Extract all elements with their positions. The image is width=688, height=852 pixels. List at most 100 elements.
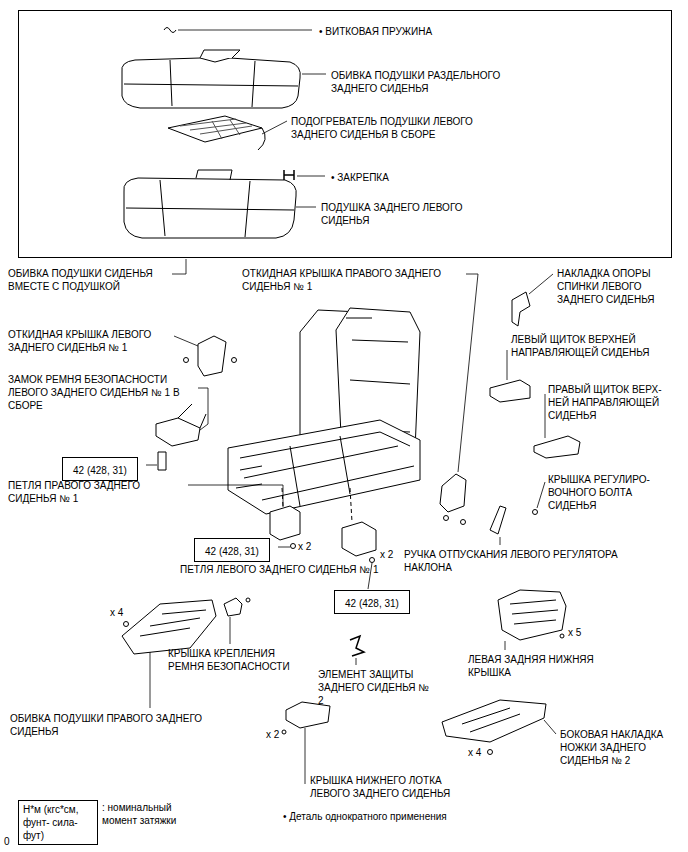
bolt bbox=[291, 544, 296, 549]
callout-label: КРЫШКА КРЕПЛЕНИЯ РЕМНЯ БЕЗОПАСНОСТИ bbox=[168, 647, 300, 673]
leader-line bbox=[230, 617, 231, 644]
seat-protector bbox=[350, 636, 364, 656]
callout-label: : номинальный момент затяжки bbox=[102, 801, 206, 827]
leader-line bbox=[174, 336, 198, 346]
callout-label: 0 bbox=[4, 835, 10, 848]
left-flip-cover bbox=[198, 336, 226, 376]
callout-label: ЗАМОК РЕМНЯ БЕЗОПАСНОСТИ ЛЕВОГО ЗАДНЕГО … bbox=[8, 373, 194, 412]
leader-line bbox=[458, 274, 478, 472]
right-guard bbox=[534, 436, 580, 458]
bolt bbox=[158, 452, 166, 470]
leader-line bbox=[198, 388, 208, 430]
belt-buckle bbox=[156, 418, 200, 446]
screw bbox=[232, 358, 237, 363]
callout-label: ПРАВЫЙ ЩИТОК ВЕРХ- НЕЙ НАПРАВЛЯЮЩЕЙ СИДЕ… bbox=[548, 383, 680, 422]
buckle-strap bbox=[178, 404, 206, 428]
screw bbox=[560, 634, 564, 638]
split-cushion-cover bbox=[122, 58, 301, 108]
leader-line bbox=[544, 720, 556, 734]
leader-line bbox=[297, 176, 325, 177]
box-content: 42 (428, 31) bbox=[345, 593, 399, 611]
torque-value: 42 (428, 31) bbox=[205, 545, 259, 558]
leader-line bbox=[178, 30, 312, 31]
lower-cover bbox=[498, 590, 566, 640]
callout-label: ПЕТЛЯ ПРАВОГО ЗАДНЕГО СИДЕНЬЯ № 1 bbox=[8, 479, 184, 505]
recline-handle bbox=[490, 506, 506, 534]
callout-label: ЛЕВЫЙ ЩИТОК ВЕРХНЕЙ НАПРАВЛЯЮЩЕЙ СИДЕНЬЯ bbox=[511, 333, 671, 359]
parts bbox=[122, 28, 580, 755]
screw bbox=[282, 730, 286, 734]
quantity-mark: x 4 bbox=[468, 746, 481, 759]
bolt-cap bbox=[533, 510, 538, 515]
torque-box: 42 (428, 31) bbox=[334, 590, 410, 614]
assembly-frame: • ВИТКОВАЯ ПРУЖИНА ОБИВКА ПОДУШКИ РАЗДЕЛЬ… bbox=[18, 10, 672, 258]
left-hinge bbox=[342, 522, 376, 556]
right-hinge bbox=[270, 506, 300, 540]
right-cushion-cover bbox=[122, 600, 216, 654]
part-label: ПОДОГРЕВАТЕЛЬ ПОДУШКИ ЛЕВОГО ЗАДНЕГО СИД… bbox=[291, 115, 503, 141]
callout-label: КРЫШКА РЕГУЛИРО- ВОЧНОГО БОЛТА СИДЕНЬЯ bbox=[548, 473, 680, 512]
callout-label: ЭЛЕМЕНТ ЗАЩИТЫ ЗАДНЕГО СИДЕНЬЯ № 2 bbox=[318, 668, 430, 707]
cover-ribs bbox=[140, 610, 206, 636]
side-plate bbox=[442, 700, 546, 742]
callout-label: БОКОВАЯ НАКЛАДКА НОЖКИ ЗАДНЕГО СИДЕНЬЯ №… bbox=[560, 728, 678, 767]
leader-line bbox=[507, 350, 508, 380]
callout-label: ОТКИДНАЯ КРЫШКА ПРАВОГО ЗАДНЕГО СИДЕНЬЯ … bbox=[242, 267, 460, 293]
left-guard bbox=[490, 380, 530, 402]
right-flip-cover bbox=[440, 474, 466, 512]
leader-line bbox=[302, 74, 326, 75]
torque-box: 42 (428, 31) bbox=[62, 457, 138, 481]
leader-line bbox=[537, 482, 545, 508]
screw bbox=[461, 520, 466, 525]
callout-label: ОБИВКА ПОДУШКИ СИДЕНЬЯ ВМЕСТЕ С ПОДУШКОЙ bbox=[8, 267, 170, 293]
box-content: Н*м (кгс*см, фунт- сила-фут) bbox=[23, 803, 93, 842]
part-label: ОБИВКА ПОДУШКИ РАЗДЕЛЬНОГО ЗАДНЕГО СИДЕН… bbox=[331, 69, 531, 95]
callout-label: ОТКИДНАЯ КРЫШКА ЛЕВОГО ЗАДНЕГО СИДЕНЬЯ №… bbox=[8, 328, 172, 354]
callout-label: НАКЛАДКА ОПОРЫ СПИНКИ ЛЕВОГО ЗАДНЕГО СИД… bbox=[557, 267, 669, 306]
seat-back-seam bbox=[346, 318, 410, 432]
heater-wire bbox=[258, 128, 265, 150]
bolt bbox=[370, 558, 375, 563]
screw bbox=[246, 598, 250, 602]
part-label: • ВИТКОВАЯ ПРУЖИНА bbox=[319, 25, 432, 38]
cover-flap bbox=[200, 50, 240, 58]
leader-line bbox=[172, 259, 186, 274]
seat-frame bbox=[228, 420, 420, 514]
screw bbox=[184, 358, 189, 363]
leader-line bbox=[545, 394, 546, 438]
support-trim bbox=[512, 292, 530, 326]
callout-label: РУЧКА ОТПУСКАНИЯ ЛЕВОГО РЕГУЛЯТОРА НАКЛО… bbox=[404, 548, 654, 574]
screw bbox=[488, 750, 493, 755]
clip bbox=[284, 170, 294, 180]
quantity-mark: x 2 bbox=[298, 540, 311, 553]
heater-pad bbox=[168, 116, 262, 142]
leader-line bbox=[505, 641, 506, 650]
seat-frame-detail bbox=[240, 432, 414, 506]
leader-line bbox=[188, 485, 283, 507]
coil-spring bbox=[164, 28, 176, 33]
leader-line bbox=[529, 274, 553, 294]
callout-label: • Деталь однократного применения bbox=[283, 810, 447, 823]
cushion-seam bbox=[126, 170, 294, 237]
side-plate-detail bbox=[462, 708, 520, 732]
quantity-mark: x 2 bbox=[380, 548, 393, 561]
screw bbox=[444, 516, 449, 521]
quantity-mark: x 2 bbox=[266, 728, 279, 741]
callout-label: ЛЕВАЯ ЗАДНЯЯ НИЖНЯЯ КРЫШКА bbox=[468, 653, 610, 679]
belt-anchor-cover bbox=[224, 598, 242, 616]
callout-label: КРЫШКА НИЖНЕГО ЛОТКА ЛЕВОГО ЗАДНЕГО СИДЕ… bbox=[310, 774, 482, 800]
callout-label: ОБИВКА ПОДУШКИ ПРАВОГО ЗАДНЕГО СИДЕНЬЯ bbox=[10, 712, 226, 738]
leader-line bbox=[500, 537, 501, 545]
cover-seam bbox=[124, 60, 298, 107]
part-label: • ЗАКРЕПКА bbox=[331, 171, 389, 184]
torque-value: 42 (428, 31) bbox=[345, 597, 399, 610]
screw bbox=[124, 622, 129, 627]
leader-line bbox=[296, 207, 316, 208]
leader-line bbox=[262, 121, 287, 134]
torque-value: 42 (428, 31) bbox=[73, 464, 127, 477]
part-label: ПОДУШКА ЗАДНЕГО ЛЕВОГО СИДЕНЬЯ bbox=[321, 201, 491, 227]
callout-label: ПЕТЛЯ ЛЕВОГО ЗАДНЕГО СИДЕНЬЯ № 1 bbox=[180, 563, 378, 576]
leader-line bbox=[146, 465, 157, 466]
